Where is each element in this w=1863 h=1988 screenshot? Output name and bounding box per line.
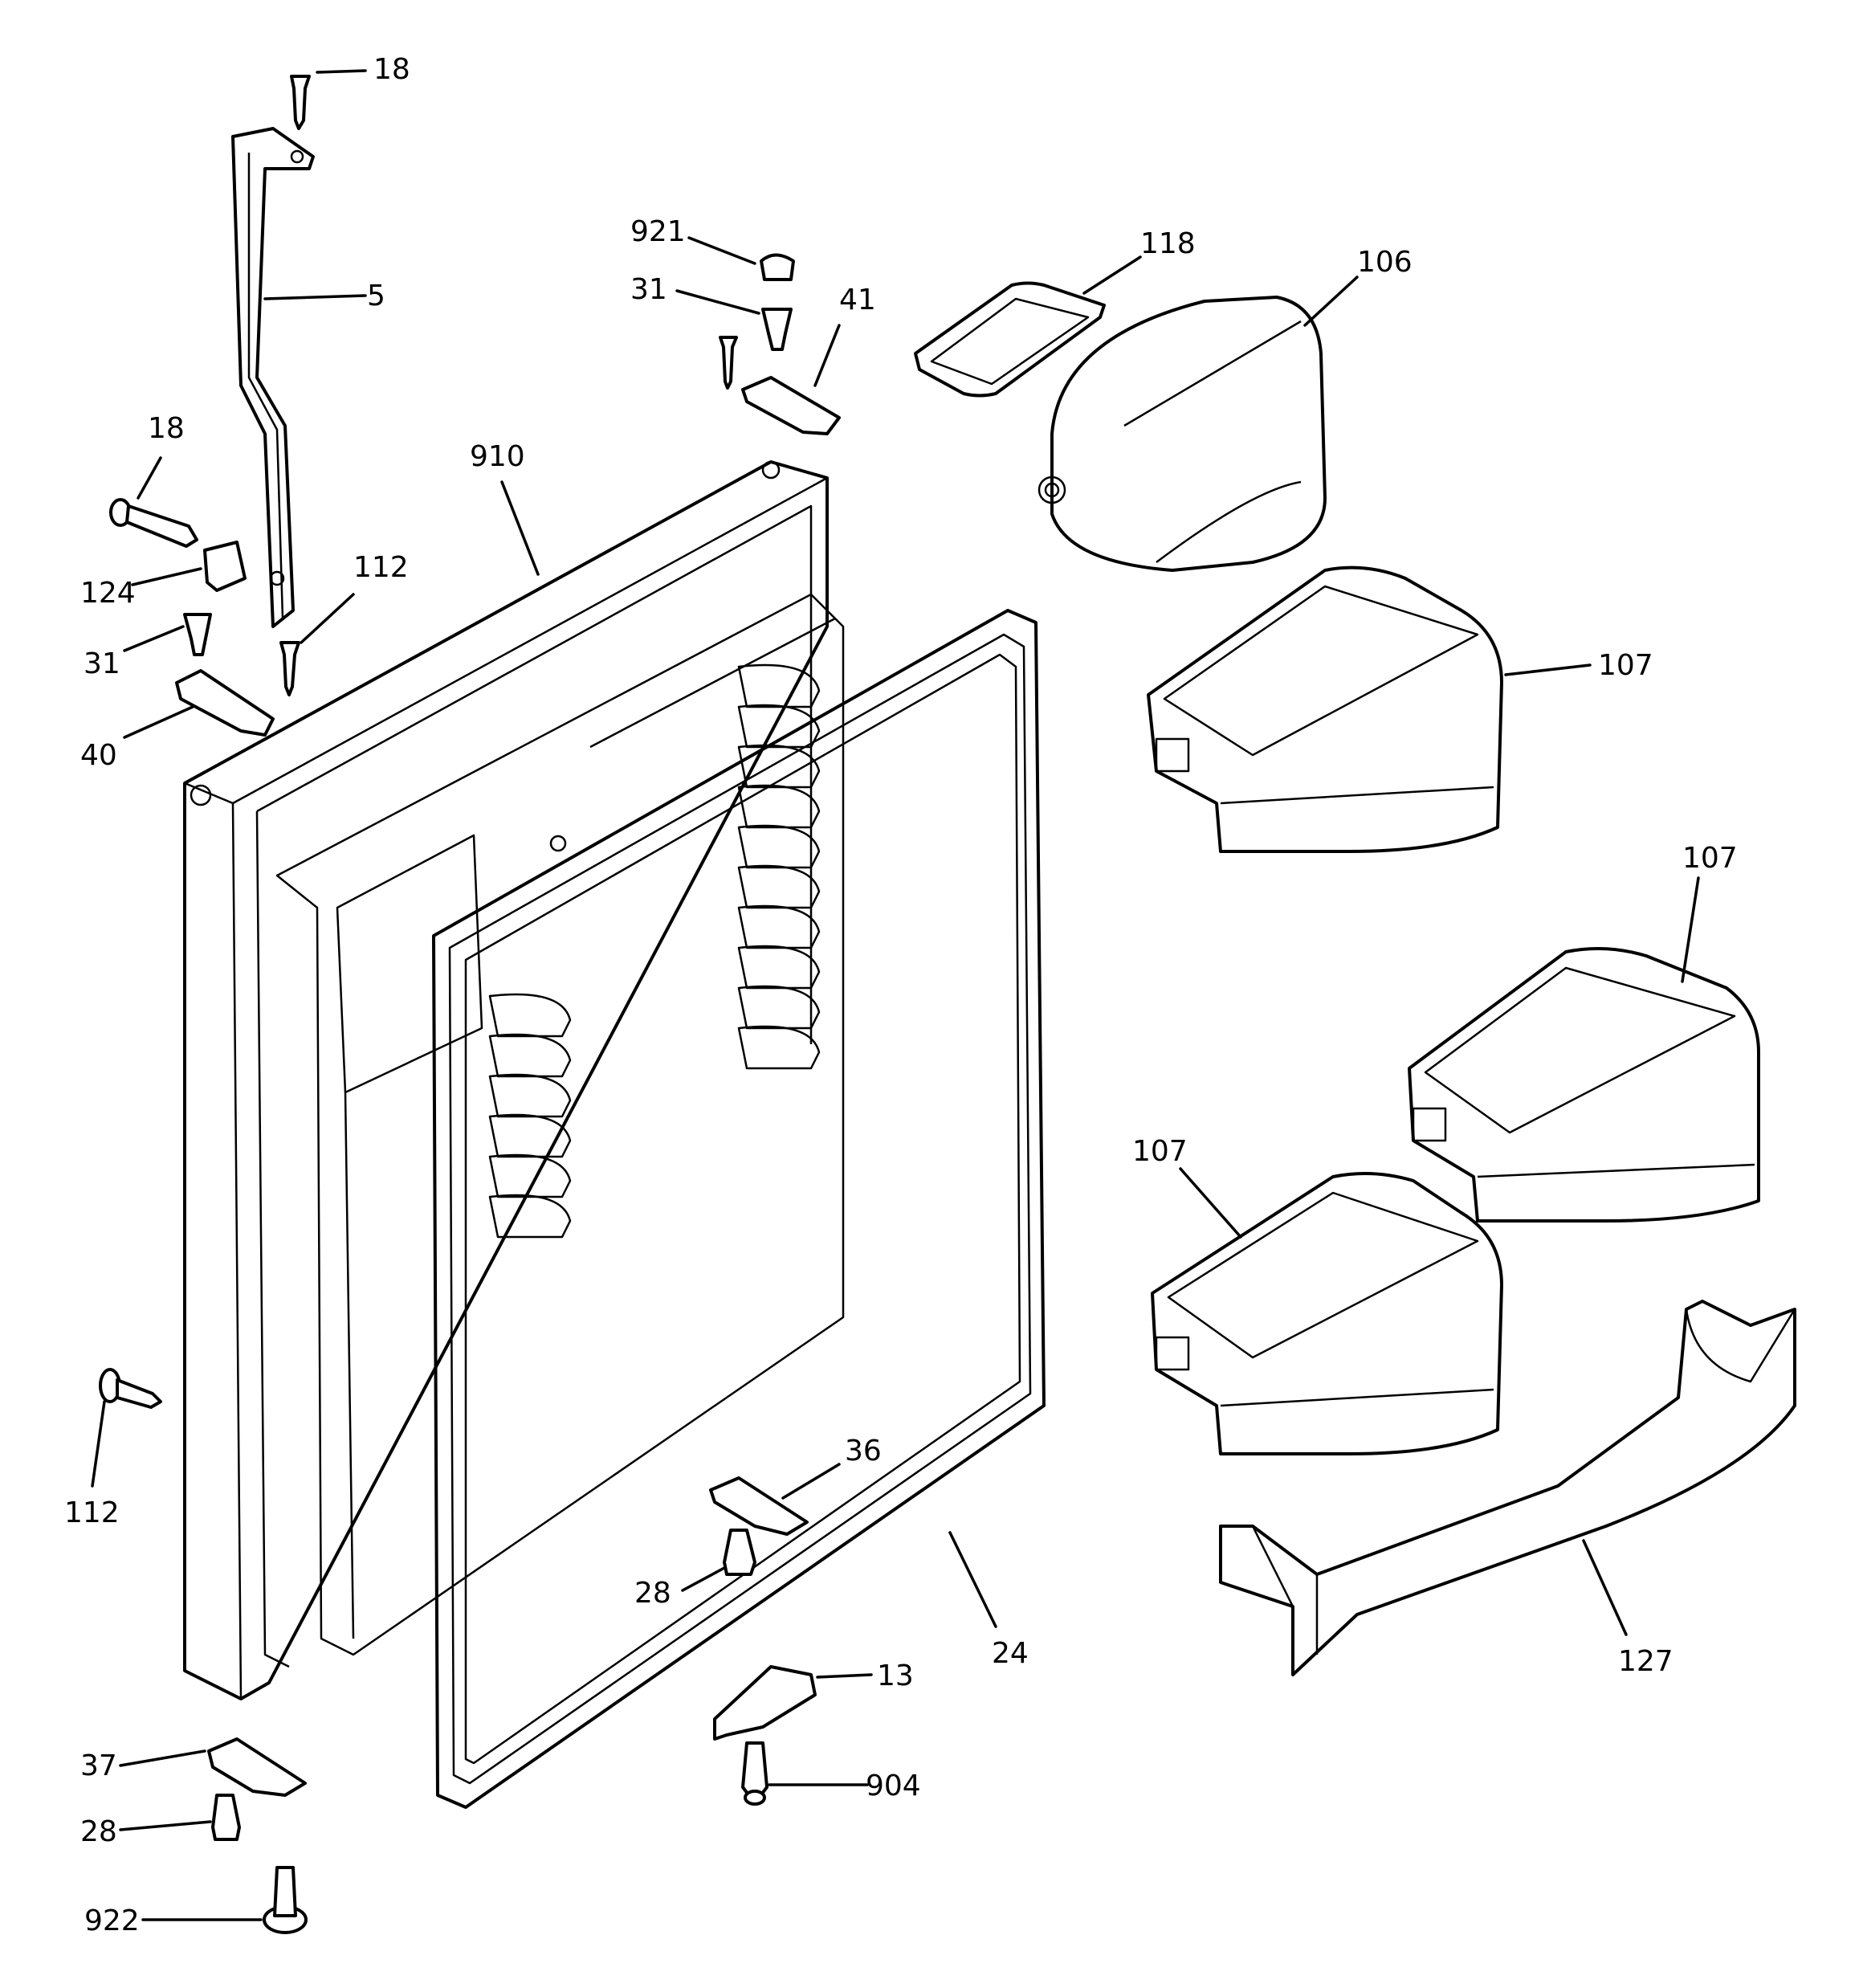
callout-106: 106 <box>1357 246 1413 279</box>
callout-107-c: 107 <box>1132 1135 1188 1168</box>
callout-118: 118 <box>1140 227 1196 260</box>
door-bin-icon[interactable] <box>1151 1172 1503 1455</box>
callout-40: 40 <box>80 739 117 772</box>
callout-28-bottom: 28 <box>80 1815 117 1848</box>
hinge-icon[interactable] <box>175 253 841 1841</box>
door-panel-icon[interactable] <box>183 460 845 1700</box>
callout-127: 127 <box>1618 1645 1673 1678</box>
door-gasket-icon[interactable] <box>432 609 1046 1809</box>
callout-107-b: 107 <box>1682 842 1738 875</box>
callout-31-mid: 31 <box>630 273 667 306</box>
leader-lines <box>91 69 1700 1921</box>
door-bin-icon[interactable] <box>1147 565 1503 853</box>
callout-24: 24 <box>992 1637 1029 1670</box>
callout-112-upper: 112 <box>353 551 409 584</box>
callout-37: 37 <box>80 1749 117 1782</box>
callout-910: 910 <box>470 440 525 473</box>
callout-31-left: 31 <box>84 647 120 680</box>
tray-icon[interactable] <box>914 281 1106 398</box>
callout-921: 921 <box>630 215 686 248</box>
callout-13: 13 <box>877 1659 914 1692</box>
callout-41: 41 <box>839 284 876 316</box>
door-bin-icon[interactable] <box>1408 947 1760 1223</box>
screw-icon[interactable] <box>99 75 768 1934</box>
callout-18-top: 18 <box>373 53 410 86</box>
callout-112-lower: 112 <box>64 1496 120 1529</box>
callout-922: 922 <box>84 1904 140 1937</box>
callout-107-a: 107 <box>1598 649 1653 682</box>
callout-18-left: 18 <box>148 412 185 445</box>
callout-904: 904 <box>866 1770 921 1802</box>
callout-36: 36 <box>845 1435 882 1468</box>
shelf-rail-icon[interactable] <box>1219 1300 1796 1676</box>
callout-28-mid: 28 <box>634 1577 671 1610</box>
dairy-compartment-icon[interactable] <box>1037 296 1327 572</box>
door-handle-icon[interactable] <box>231 127 315 628</box>
callout-5: 5 <box>367 280 385 312</box>
callout-124: 124 <box>80 577 136 610</box>
callout-labels: 18 5 18 124 31 112 40 910 921 31 41 118 … <box>64 53 1738 1937</box>
